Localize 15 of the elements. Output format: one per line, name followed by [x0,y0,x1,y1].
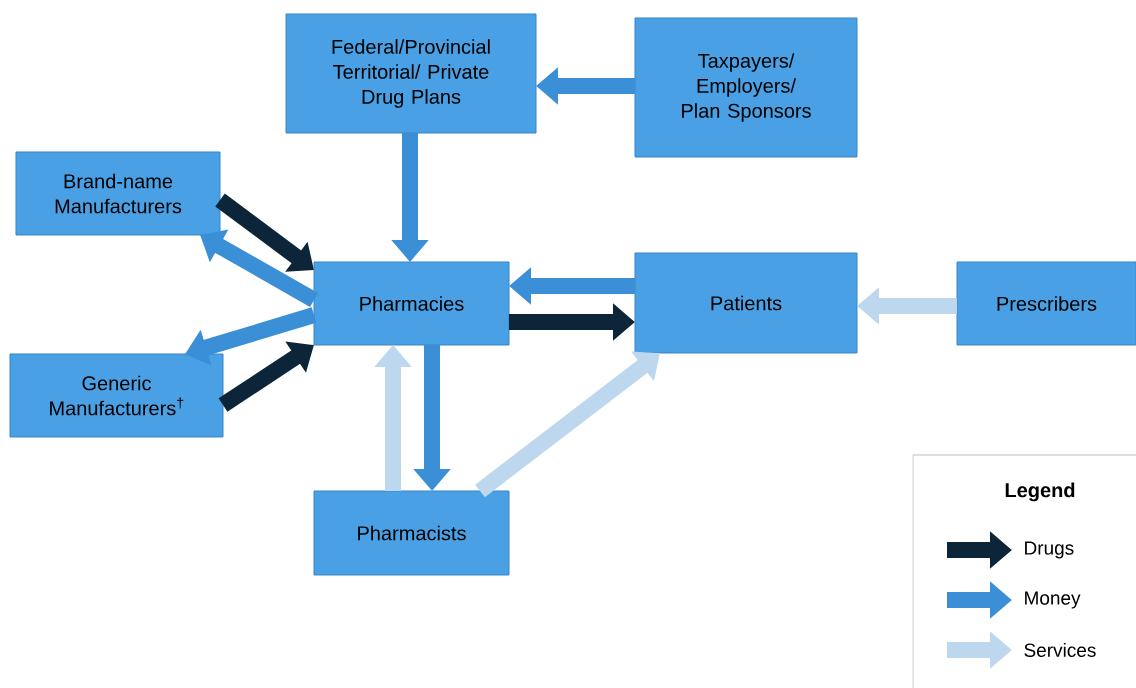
process-box: Prescribers [956,261,1136,346]
arrow [215,193,314,272]
process-box: Federal/Provincial Territorial/ Private Drug Plans [285,13,537,134]
process-box: Pharmacists [313,490,510,576]
process-box: Taxpayers/ Employers/ Plan Sponsors [634,17,858,158]
legend-title: Legend [1005,482,1075,502]
arrow [475,351,660,498]
arrow [218,341,314,412]
legend-label: Services [1024,643,1096,657]
process-box: Brand-name Manufacturers [15,151,221,236]
process-box: Patients [634,252,858,354]
process-box: Pharmacies [313,261,510,346]
legend-label: Drugs [1025,541,1074,559]
process-box: Generic Manufacturers$^{†}$ [9,353,224,438]
legend-label: Money [1025,591,1081,609]
